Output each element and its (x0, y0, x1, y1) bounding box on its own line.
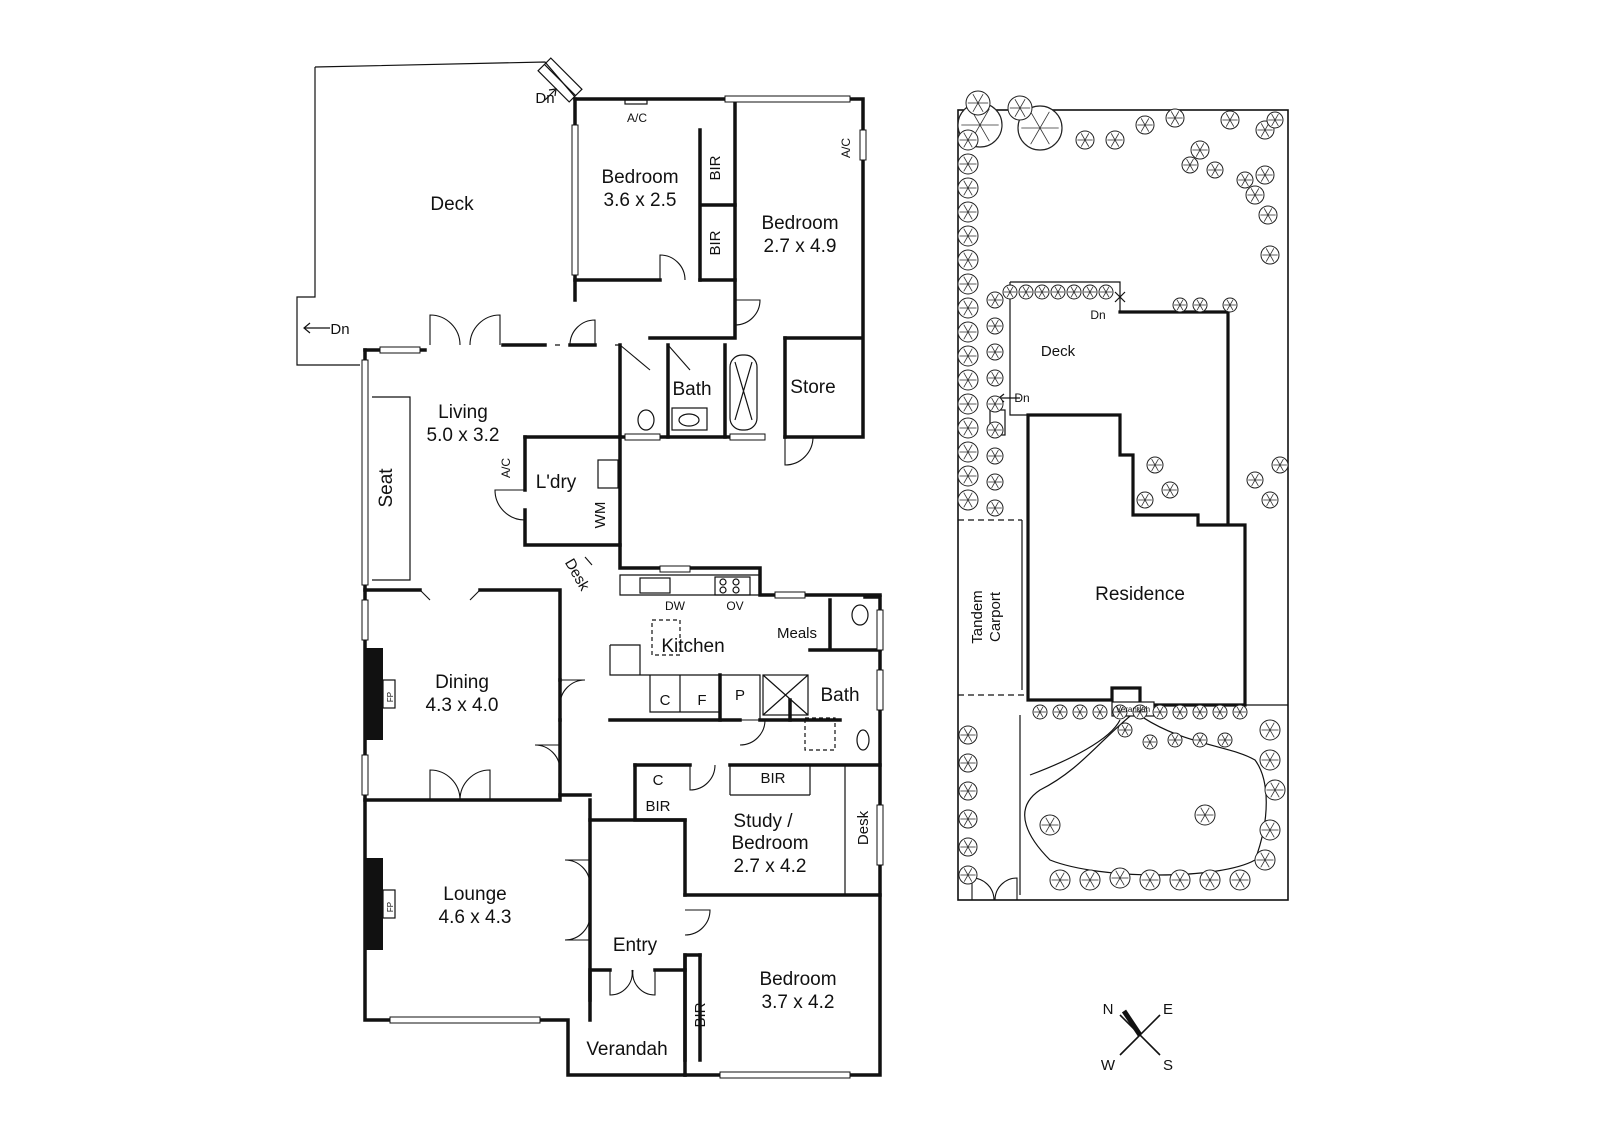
cupboard-label-kitchen: C (660, 692, 671, 709)
dn-label-deck-top: Dn (535, 90, 554, 107)
fireplace-label-dining: FP (386, 692, 395, 702)
ac-label-bedroom-b: A/C (839, 138, 853, 158)
site-dn-label-top: Dn (1090, 308, 1105, 322)
study-size: 2.7 x 4.2 (734, 856, 807, 877)
bedroom-b-label: Bedroom (761, 213, 838, 234)
dining-size: 4.3 x 4.0 (426, 695, 499, 716)
living-label: Living (438, 402, 488, 423)
carport-label-line2: Carport (987, 591, 1004, 642)
residence-label: Residence (1095, 584, 1185, 605)
bedroom-a-label: Bedroom (601, 167, 678, 188)
bedroom-a-size: 3.6 x 2.5 (604, 190, 677, 211)
kitchen-label: Kitchen (661, 636, 724, 657)
store-label: Store (790, 377, 835, 398)
fridge-label: F (697, 692, 706, 709)
bath-upper-label: Bath (672, 379, 711, 400)
site-deck-label: Deck (1041, 343, 1076, 360)
compass-east: E (1163, 1001, 1173, 1018)
lounge-size: 4.6 x 4.3 (439, 907, 512, 928)
study-label-line1: Study / (733, 811, 793, 832)
compass-north: N (1103, 1001, 1114, 1018)
fireplace-label-lounge: FP (386, 902, 395, 912)
entry-label: Entry (613, 935, 658, 956)
deck-label: Deck (430, 194, 474, 215)
bir-label-3: BIR (760, 770, 785, 787)
lounge-label: Lounge (443, 884, 506, 905)
site-plan: Residence Deck Dn Dn Tandem Carport Vera… (957, 90, 1289, 901)
ov-label: OV (726, 599, 743, 613)
dining-label: Dining (435, 672, 489, 693)
living-size: 5.0 x 3.2 (427, 425, 500, 446)
bir-label-5: BIR (692, 1002, 709, 1027)
site-verandah-label: Verandah (1116, 705, 1150, 714)
site-dn-label-left: Dn (1014, 391, 1029, 405)
compass: N E S W (1101, 1001, 1173, 1074)
bedroom-c-size: 3.7 x 4.2 (762, 992, 835, 1013)
ac-label-bedroom-a: A/C (627, 111, 647, 125)
bedroom-b-size: 2.7 x 4.9 (764, 236, 837, 257)
bedroom-c-label: Bedroom (759, 969, 836, 990)
study-label-line2: Bedroom (731, 833, 808, 854)
main-floor-plan: Deck Bedroom 3.6 x 2.5 Bedroom 2.7 x 4.9… (296, 57, 884, 1079)
laundry-label: L'dry (536, 472, 577, 493)
meals-label: Meals (777, 625, 817, 642)
ac-label-living: A/C (499, 458, 513, 478)
cupboard-label-hall: C (653, 772, 664, 789)
pantry-label: P (735, 687, 745, 704)
desk-label-study: Desk (855, 810, 872, 845)
compass-south: S (1163, 1057, 1173, 1074)
bir-label-1: BIR (707, 155, 724, 180)
bir-label-4: BIR (645, 798, 670, 815)
bir-label-2: BIR (707, 230, 724, 255)
dn-label-deck-left: Dn (330, 321, 349, 338)
carport-label-line1: Tandem (969, 590, 986, 643)
seat-label: Seat (376, 468, 397, 508)
dw-label: DW (665, 599, 686, 613)
compass-west: W (1101, 1057, 1116, 1074)
verandah-label: Verandah (586, 1039, 667, 1060)
wm-label: WM (592, 502, 609, 529)
bath-lower-label: Bath (820, 685, 859, 706)
